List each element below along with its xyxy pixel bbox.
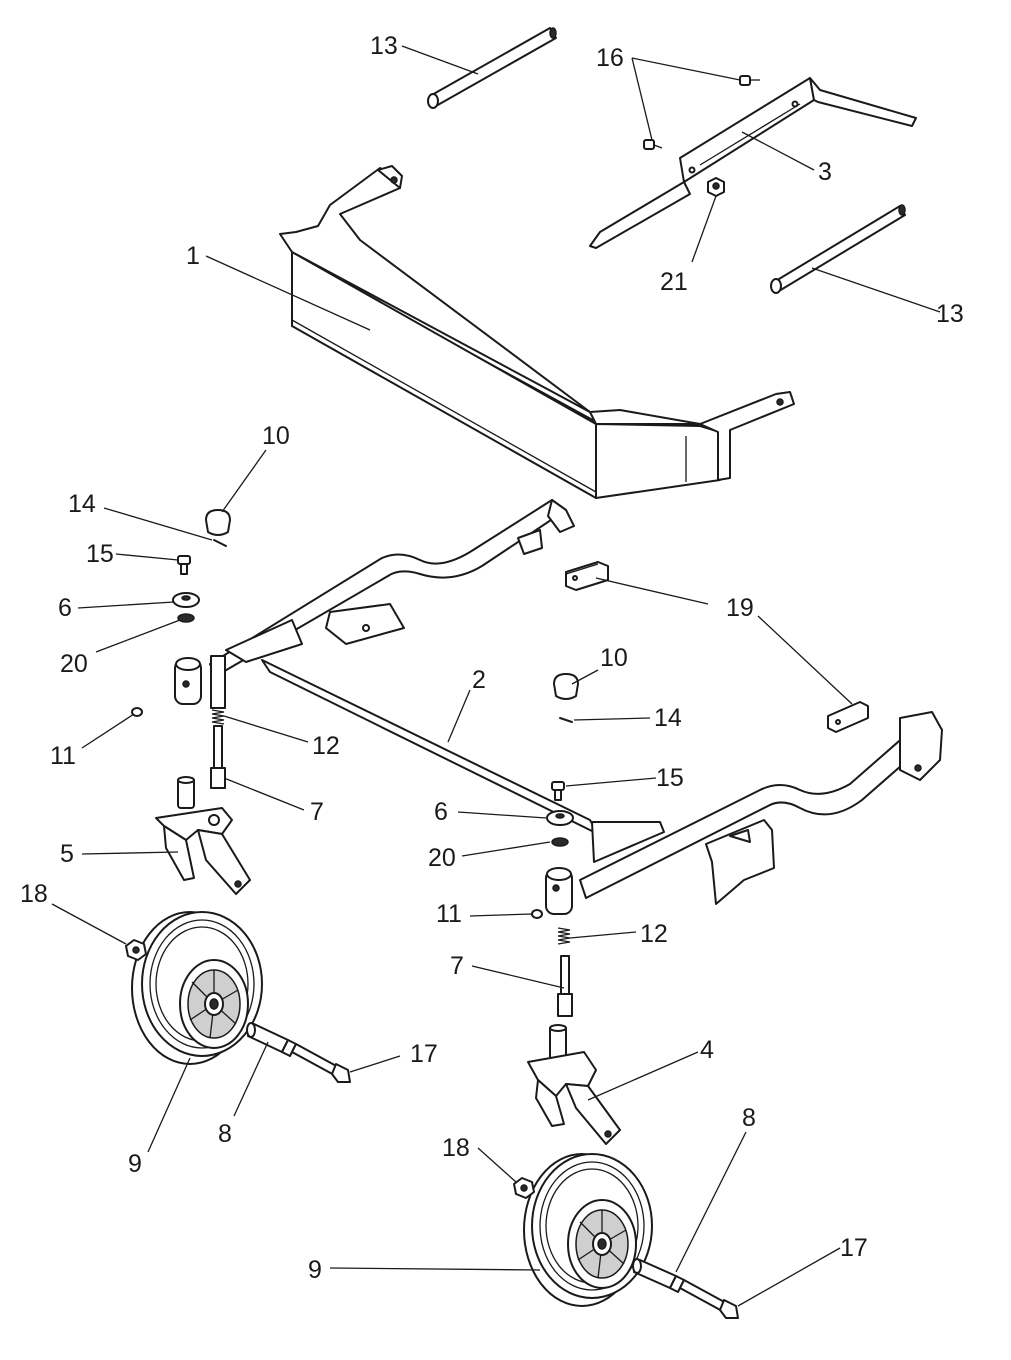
callout-10-right: 10 [600, 644, 628, 672]
callout-labels: 13 16 3 21 13 1 10 14 15 6 20 19 2 10 14… [20, 32, 964, 1284]
ring-20-left [177, 613, 195, 623]
callout-7-left: 7 [310, 798, 324, 826]
callout-5: 5 [60, 840, 74, 868]
callout-17-right: 17 [840, 1234, 868, 1262]
callout-11-left: 11 [50, 742, 76, 770]
callout-6-left: 6 [58, 594, 72, 622]
callout-14-left: 14 [68, 490, 96, 518]
wheel-9-left [131, 911, 263, 1065]
bolt-16-b [643, 139, 663, 150]
callout-17-left: 17 [410, 1040, 438, 1068]
cap-10-right [553, 673, 579, 700]
callout-8-right: 8 [742, 1104, 756, 1132]
nut-18-right [513, 1177, 535, 1199]
frame-1 [279, 165, 795, 499]
axle-left [246, 1022, 351, 1083]
callout-18-left: 18 [20, 880, 48, 908]
callout-12-right: 12 [640, 920, 668, 948]
bolt-15-left [177, 555, 191, 575]
leader-lines [51, 45, 941, 1307]
callout-16: 16 [596, 44, 624, 72]
callout-13-upper: 13 [370, 32, 398, 60]
callout-3: 3 [818, 158, 832, 186]
callout-14-right: 14 [654, 704, 682, 732]
axle-right [632, 1258, 739, 1319]
axle-frame-2 [174, 499, 943, 915]
callout-12-left: 12 [312, 732, 340, 760]
callout-19: 19 [726, 594, 754, 622]
cap-10-left [205, 509, 231, 536]
fitting-11-left [131, 707, 143, 717]
callout-21: 21 [660, 268, 688, 296]
callout-11-right: 11 [436, 900, 462, 928]
callout-6-right: 6 [434, 798, 448, 826]
callout-7-right: 7 [450, 952, 464, 980]
callout-8-left: 8 [218, 1120, 232, 1148]
block-19-a [565, 561, 609, 591]
callout-9-left: 9 [128, 1150, 142, 1178]
bracket-plate-3 [589, 77, 917, 249]
pin-13-lower [770, 204, 906, 294]
callout-1: 1 [186, 242, 200, 270]
callout-15-right: 15 [656, 764, 684, 792]
pin-13-upper [427, 27, 557, 109]
washer-6-left [172, 592, 200, 608]
bolt-15-right [551, 781, 565, 801]
bolt-16-a [739, 75, 760, 86]
shaft-assembly-right [557, 927, 573, 1017]
ring-20-right [551, 837, 569, 847]
caster-fork-5 [155, 776, 251, 895]
callout-2: 2 [472, 666, 486, 694]
callout-20-right: 20 [428, 844, 456, 872]
nut-18-left [125, 939, 147, 961]
callout-20-left: 20 [60, 650, 88, 678]
wheel-9-right [523, 1153, 653, 1307]
callout-4: 4 [700, 1036, 714, 1064]
shaft-assembly-left [210, 655, 226, 789]
nut-21 [707, 177, 725, 197]
callout-13-lower: 13 [936, 300, 964, 328]
callout-18-right: 18 [442, 1134, 470, 1162]
callout-15-left: 15 [86, 540, 114, 568]
block-19-b [827, 701, 869, 733]
callout-9-right: 9 [308, 1256, 322, 1284]
caster-fork-4 [527, 1024, 621, 1145]
fitting-11-right [531, 909, 543, 919]
washer-6-right [546, 810, 574, 826]
pin-14-left [213, 539, 227, 547]
pin-14-right [559, 717, 573, 723]
callout-10-left: 10 [262, 422, 290, 450]
